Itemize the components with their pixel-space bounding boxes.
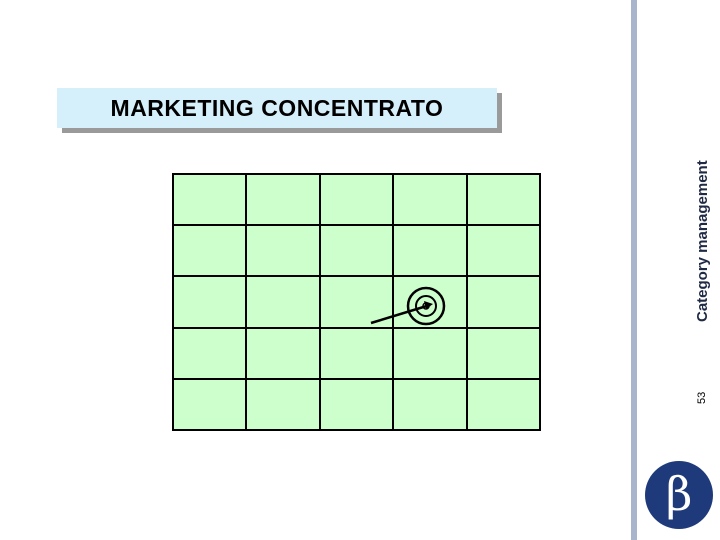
grid-cell [394,277,466,327]
side-section-label: Category management [694,160,711,322]
grid-cell [247,379,319,429]
grid-cell [174,379,246,429]
grid-cell [320,379,393,429]
grid-cell [320,175,393,225]
grid-cell [394,328,466,378]
segment-grid [172,173,541,431]
grid-cell [174,328,246,378]
grid-cell [467,328,539,378]
grid-cell [394,379,466,429]
grid-cell [394,175,466,225]
grid-cell [247,328,319,378]
grid-cell [320,277,393,327]
page-number: 53 [696,391,708,404]
slide-title: MARKETING CONCENTRATO [110,94,444,121]
grid-cell [467,379,539,429]
slide-title-box: MARKETING CONCENTRATO [57,88,497,128]
beta-logo-icon: β [645,461,713,529]
grid-cell [174,226,246,276]
grid-cell [467,175,539,225]
grid-cell [320,226,393,276]
svg-text:β: β [666,467,693,521]
grid-cell [467,226,539,276]
grid-cell [394,226,466,276]
grid-cell [247,175,319,225]
grid-cell [467,277,539,327]
grid-cell [174,277,246,327]
grid-cell [320,328,393,378]
grid-cell [247,277,319,327]
grid-cell [247,226,319,276]
grid-cell [174,175,246,225]
sidebar-divider [631,0,637,540]
